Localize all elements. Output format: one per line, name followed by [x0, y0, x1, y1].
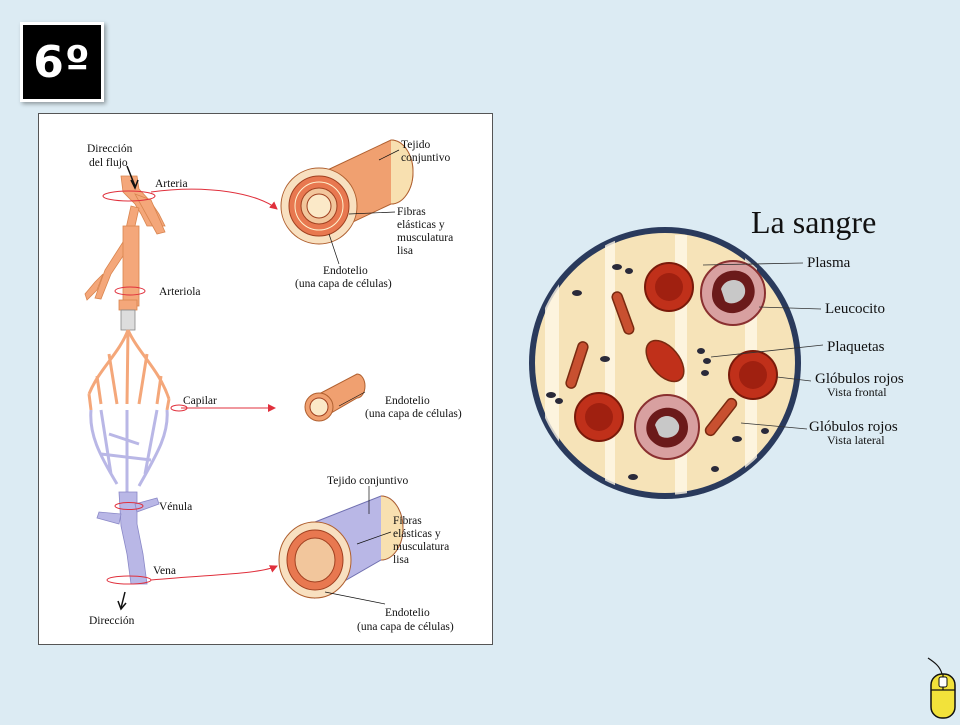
vessel-markers	[102, 190, 188, 585]
label-vista-lateral: Vista lateral	[827, 433, 885, 447]
label-arteria: Arteria	[155, 178, 188, 190]
slide-number-badge: 6º	[20, 22, 104, 102]
blood-composition-diagram: La sangre Plasma Leucocito Plaquetas Gló…	[525, 195, 960, 505]
vein-fibras-2: elásticas y	[393, 528, 441, 540]
label-arteriola: Arteriola	[159, 286, 201, 298]
capillary-endotelio-2: (una capa de células)	[365, 408, 462, 420]
svg-text:Dirección: Dirección	[87, 143, 133, 155]
vein-tejido: Tejido conjuntivo	[327, 475, 409, 487]
capillary-cross-section	[304, 373, 366, 422]
blood-vessels-diagram: Dirección del flujo Arteria Arteriola Ca…	[38, 113, 493, 645]
artery-endotelio-2: (una capa de células)	[295, 278, 392, 290]
artery-fibras-2: elásticas y	[397, 219, 445, 231]
vein-fibras-4: lisa	[393, 554, 409, 566]
vessels-illustration: Dirección del flujo Arteria Arteriola Ca…	[84, 139, 462, 633]
vein-endotelio-1: Endotelio	[385, 607, 430, 619]
artery-tejido-1: Tejido	[401, 139, 430, 151]
artery-fibras-3: musculatura	[397, 232, 453, 244]
blood-illustration: La sangre Plasma Leucocito Plaquetas Gló…	[529, 204, 904, 499]
vein-cross-section	[278, 495, 404, 599]
artery-fibras-1: Fibras	[397, 206, 426, 218]
artery-fibras-4: lisa	[397, 245, 413, 257]
vein-tree	[96, 491, 160, 585]
artery-tejido-2: conjuntivo	[401, 152, 450, 164]
flow-label-line2: del flujo	[89, 157, 128, 169]
label-leucocito: Leucocito	[825, 301, 885, 317]
label-vista-frontal: Vista frontal	[827, 385, 887, 399]
label-globulos-lateral: Glóbulos rojos	[809, 419, 898, 435]
vein-fibras-1: Fibras	[393, 515, 422, 527]
label-venula: Vénula	[159, 501, 192, 513]
label-vena: Vena	[153, 565, 176, 577]
flow-label-line1: Dirección	[87, 143, 133, 155]
vein-fibras-3: musculatura	[393, 541, 449, 553]
artery-endotelio-1: Endotelio	[323, 265, 368, 277]
artery-tree	[84, 175, 166, 331]
blood-leader-lines	[702, 262, 824, 430]
label-plaquetas: Plaquetas	[827, 339, 885, 355]
capillary-endotelio-1: Endotelio	[385, 395, 430, 407]
label-direccion-bottom: Dirección	[89, 615, 135, 627]
label-plasma: Plasma	[807, 255, 851, 271]
artery-cross-section	[280, 139, 414, 245]
mouse-icon[interactable]	[924, 656, 960, 720]
capillary-network	[87, 329, 171, 494]
blood-title: La sangre	[751, 204, 876, 240]
svg-text:del flujo: del flujo	[89, 157, 128, 169]
slide-number: 6º	[33, 36, 91, 88]
label-globulos-frontal: Glóbulos rojos	[815, 371, 904, 387]
vein-endotelio-2: (una capa de células)	[357, 621, 454, 633]
label-capilar: Capilar	[183, 395, 217, 407]
